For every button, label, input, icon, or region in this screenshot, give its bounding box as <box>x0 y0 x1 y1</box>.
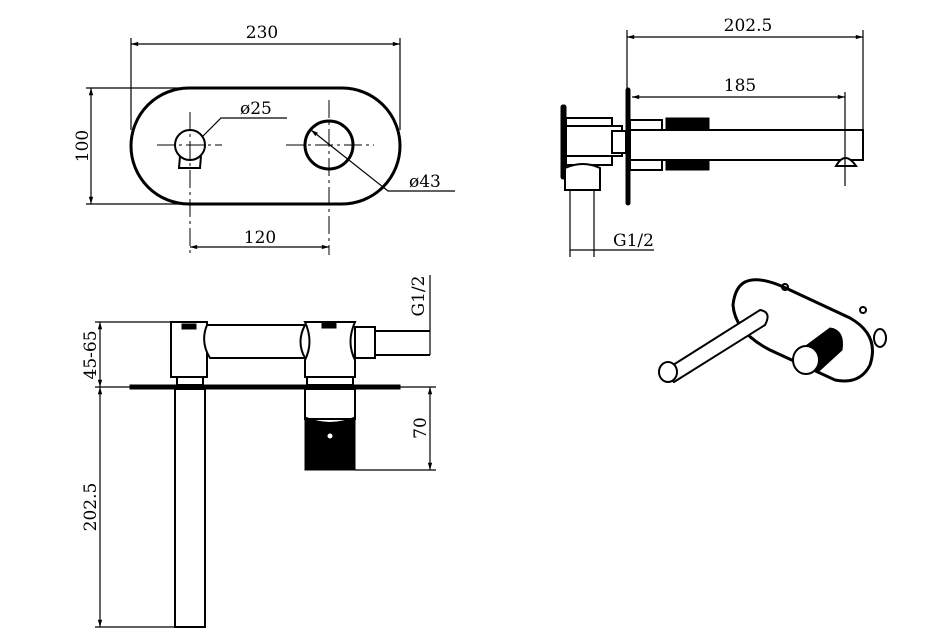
handle-length-label: 70 <box>411 417 431 439</box>
height-dimension-label: 100 <box>73 130 93 162</box>
width-dimension-label: 230 <box>246 23 278 43</box>
cover-plate-outline <box>129 86 402 206</box>
handle-black <box>304 416 356 471</box>
aerator <box>834 157 858 167</box>
diverter-bracket <box>177 155 202 169</box>
spout-length-label: 202.5 <box>81 483 101 532</box>
front-view: 230 100 ø25 ø43 120 <box>73 23 455 255</box>
wall-plate-top <box>129 384 401 390</box>
inlet-thread-label: G1/2 <box>613 231 654 251</box>
knob-top <box>665 117 710 131</box>
large-diameter-label: ø43 <box>409 172 441 192</box>
isometric-view <box>658 278 887 384</box>
wall-depth-label: 45-65 <box>81 330 101 379</box>
spout-top <box>174 388 206 628</box>
knob-bottom <box>665 159 710 171</box>
small-diameter-label: ø25 <box>240 99 272 119</box>
center-distance-label: 120 <box>244 228 276 248</box>
top-view: 45-65 202.5 70 G1/2 <box>81 275 436 628</box>
total-projection-label: 202.5 <box>724 16 773 36</box>
top-inlet-thread-label: G1/2 <box>409 276 429 317</box>
side-view: 202.5 185 G1/2 <box>560 16 864 257</box>
spout <box>629 129 864 161</box>
spout-reach-label: 185 <box>724 76 756 96</box>
